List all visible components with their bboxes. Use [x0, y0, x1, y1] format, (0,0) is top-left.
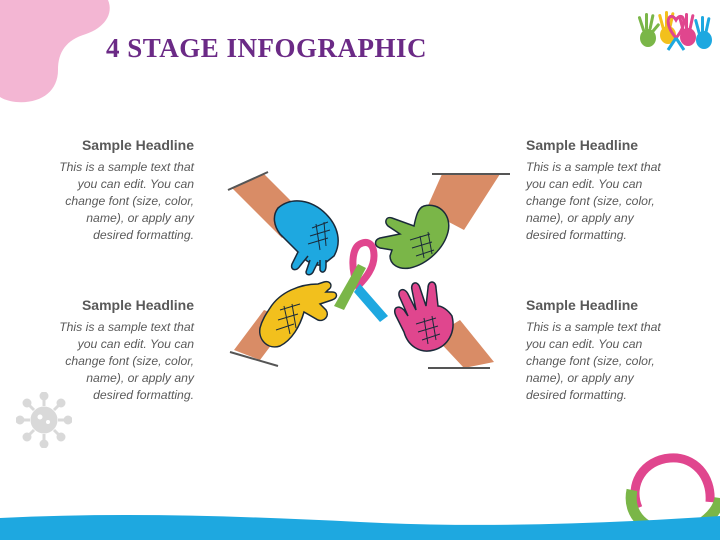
green-hand-icon — [374, 173, 510, 270]
stage-3-block: Sample Headline This is a sample text th… — [44, 297, 194, 404]
stage-1-block: Sample Headline This is a sample text th… — [44, 137, 194, 244]
stage-4-text: This is a sample text that you can edit.… — [526, 320, 661, 402]
stage-1-headline: Sample Headline — [81, 137, 194, 153]
virus-icon — [16, 392, 72, 448]
stage-2-text: This is a sample text that you can edit.… — [526, 160, 661, 242]
hands-logo-icon — [637, 11, 712, 51]
blue-hand-icon — [227, 171, 339, 276]
hands-ribbon-illustration — [227, 171, 510, 369]
stage-2-headline: Sample Headline — [526, 137, 639, 153]
stage-3-text: This is a sample text that you can edit.… — [59, 320, 194, 402]
stage-4-headline: Sample Headline — [526, 297, 639, 313]
stage-3-headline: Sample Headline — [81, 297, 194, 313]
stage-1-text: This is a sample text that you can edit.… — [59, 160, 194, 242]
stage-4-block: Sample Headline This is a sample text th… — [526, 297, 676, 404]
page-title: 4 STAGE INFOGRAPHIC — [106, 33, 428, 63]
ribbon-icon — [334, 239, 388, 322]
yellow-hand-icon — [229, 280, 338, 367]
wave-decoration — [0, 515, 720, 540]
decorative-blob — [0, 0, 110, 103]
stage-2-block: Sample Headline This is a sample text th… — [526, 137, 676, 244]
pink-hand-icon — [393, 281, 494, 369]
